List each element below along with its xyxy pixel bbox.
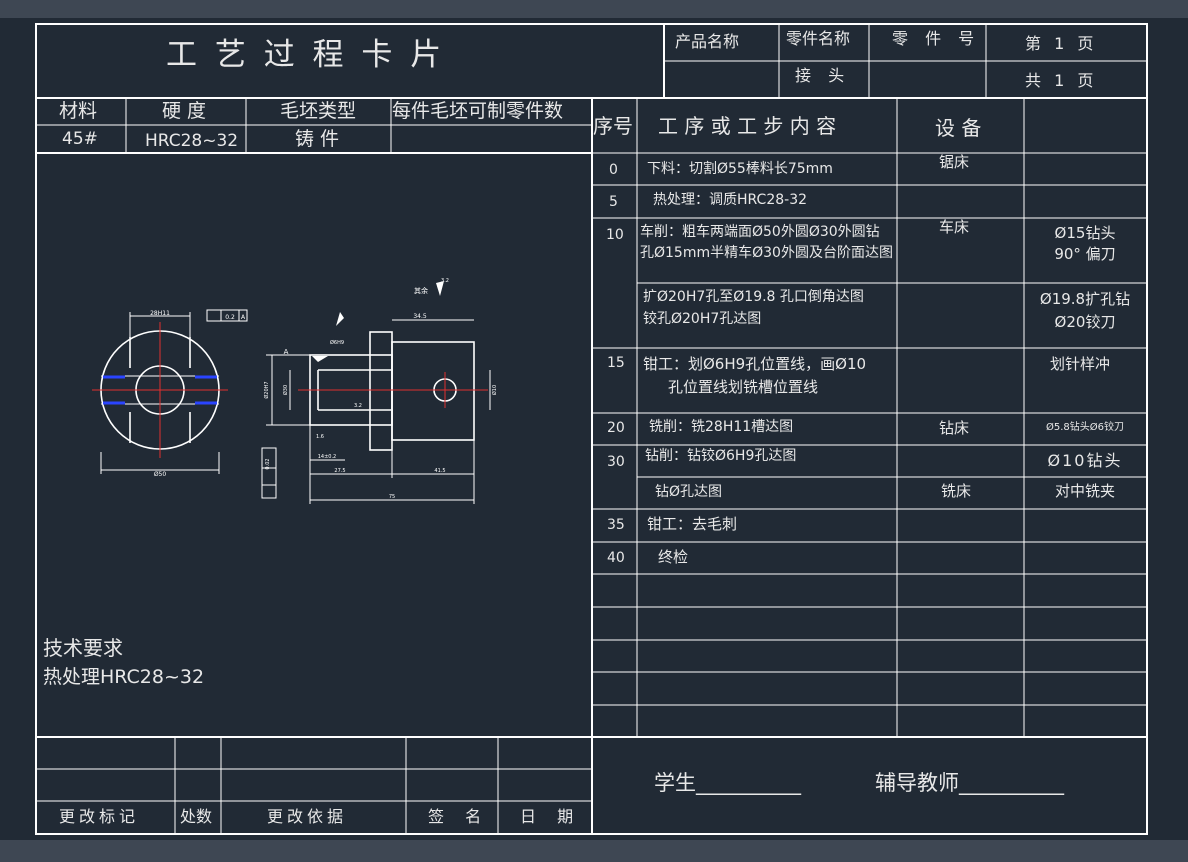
product-name-label: 产品名称 (675, 32, 740, 51)
drawing-dim: 34.5 (413, 313, 427, 320)
drawing-dim: 0.2 (225, 314, 235, 321)
left-view (100, 309, 248, 474)
drawing-dim: 27.5 (334, 468, 345, 474)
drawing-dim: 1.6 (316, 434, 324, 440)
material-label: 材料 (59, 100, 98, 122)
row-content: 铰孔Ø20H7孔达图 (643, 311, 762, 327)
content-header: 工 序 或 工 步 内 容 (658, 114, 837, 138)
parts-per-blank-label: 每件毛坯可制零件数 (392, 100, 564, 122)
seq-header: 序号 (593, 114, 633, 138)
row-tool: 划针样冲 (1049, 355, 1110, 373)
drawing-dim: Ø10 (491, 385, 498, 395)
row-seq: 20 (607, 420, 625, 436)
row-tool: Ø5.8钻头Ø6铰刀 (1045, 422, 1124, 433)
drawing-dim: Ø30 (282, 385, 289, 395)
blank-type-label: 毛坯类型 (280, 100, 357, 122)
row-seq: 10 (606, 227, 624, 243)
drawing-dim: Ø20H7 (263, 381, 270, 398)
drawing-dim: 14±0.2 (318, 454, 337, 460)
drawing-dim: A (241, 314, 246, 321)
equipment-header: 设 备 (935, 116, 982, 140)
row-seq: 5 (609, 194, 618, 210)
row-content: 钳工：去毛刺 (647, 515, 738, 533)
drawing-dim: 75 (389, 494, 395, 500)
change-mark-label: 更改标记 (59, 807, 140, 826)
row-content: 孔Ø15mm半精车Ø30外圆及台阶面达图 (640, 245, 893, 261)
sign-label: 签 名 (428, 807, 490, 826)
row-content: 车削：粗车两端面Ø50外圆Ø30外圆钻 (640, 224, 880, 240)
row-content: 下料：切割Ø55棒料长75mm (647, 161, 833, 177)
card-title: 工 艺 过 程 卡 片 (166, 37, 446, 73)
student-signature: 学生__________ (654, 771, 801, 795)
row-equipment: 车床 (939, 218, 970, 236)
blank-type-value: 铸 件 (295, 128, 340, 150)
drawing-dim: A (284, 348, 289, 356)
change-count-label: 处数 (180, 807, 213, 826)
drawing-dim: Ø50 (154, 471, 167, 478)
row-content: 铣削：铣28H11槽达图 (649, 419, 794, 435)
page-number: 第 1 页 (1025, 34, 1098, 53)
row-seq: 35 (607, 517, 625, 533)
tech-title: 技术要求 (43, 636, 123, 660)
bottom-bar (0, 840, 1188, 862)
row-tool: Ø19.8扩孔钻 Ø20铰刀 (1039, 290, 1131, 331)
part-name-value: 接 头 (795, 66, 851, 85)
row-content: 热处理：调质HRC28-32 (653, 192, 808, 208)
row-content: 钻削：钻铰Ø6H9孔达图 (645, 448, 797, 464)
hardness-value: HRC28~32 (145, 131, 239, 151)
drawing-dim: 0.02 (265, 458, 271, 469)
teacher-signature: 辅导教师__________ (875, 771, 1064, 795)
date-label: 日 期 (520, 807, 582, 826)
part-name-label: 零件名称 (786, 29, 851, 48)
drawing-dim: 41.5 (434, 468, 445, 474)
row-tool: 对中铣夹 (1054, 482, 1115, 500)
drawing-dim: Ø6H9 (330, 339, 344, 346)
row-equipment: 锯床 (939, 153, 970, 171)
row-tool: Ø10钻头 (1047, 451, 1123, 470)
page-total: 共 1 页 (1025, 71, 1098, 90)
row-tool: Ø15钻头 90° 偏刀 (1054, 224, 1116, 263)
row-seq: 40 (607, 550, 625, 566)
material-value: 45# (62, 129, 98, 149)
drawing-dim: 28H11 (150, 310, 170, 317)
change-basis-label: 更改依据 (267, 807, 348, 826)
part-number-label: 零 件 号 (892, 29, 981, 48)
tech-line: 热处理HRC28~32 (43, 666, 205, 688)
drawing-dim: 其余 (414, 286, 428, 295)
row-equipment: 铣床 (941, 482, 972, 500)
row-seq: 15 (607, 355, 625, 371)
row-content: 钳工：划Ø6H9孔位置线，画Ø10 (643, 355, 867, 373)
hardness-label: 硬 度 (162, 100, 207, 122)
top-bar (0, 0, 1188, 18)
drawing-dim: 3.2 (354, 403, 362, 409)
section-view (261, 319, 491, 504)
drawing-dim: 3.2 (441, 278, 449, 284)
row-content: 孔位置线划铣槽位置线 (668, 378, 819, 396)
row-content: 扩Ø20H7孔至Ø19.8 孔口倒角达图 (643, 289, 864, 305)
row-content: 钻Ø孔达图 (655, 484, 723, 500)
row-equipment: 钻床 (939, 419, 970, 437)
row-seq: 0 (609, 162, 618, 178)
row-seq: 30 (607, 454, 625, 470)
row-content: 终检 (658, 548, 689, 566)
